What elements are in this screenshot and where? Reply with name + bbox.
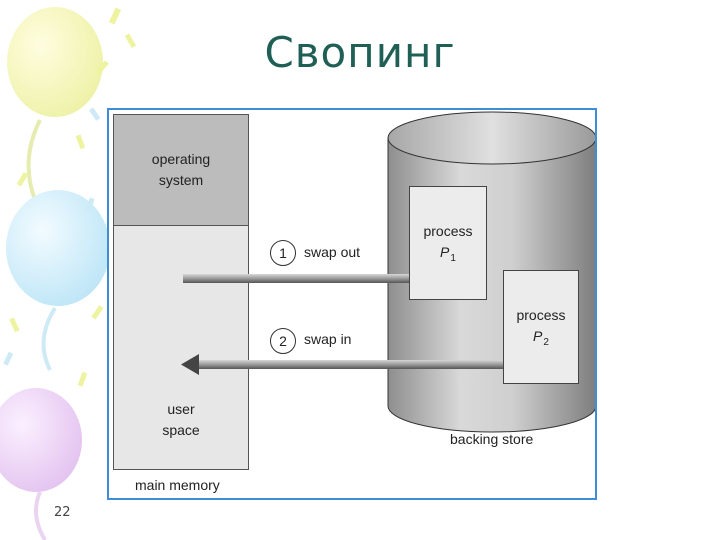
main-memory-box: operating system user space bbox=[113, 114, 249, 470]
swapping-diagram: operating system user space main memory bbox=[107, 108, 597, 500]
confetti-blue-icon bbox=[3, 107, 101, 366]
process-p2-box: process P2 bbox=[503, 270, 579, 384]
process-p1-word: process bbox=[423, 223, 473, 239]
process-p1-symbol: P1 bbox=[440, 244, 456, 264]
swap-in-number: 2 bbox=[270, 328, 296, 354]
page-number: 22 bbox=[54, 505, 71, 520]
confetti-icon bbox=[9, 7, 137, 387]
swap-out-label: swap out bbox=[304, 244, 361, 260]
balloon-blue-icon bbox=[6, 190, 110, 371]
swap-out-number: 1 bbox=[270, 240, 296, 266]
balloon-purple-icon bbox=[0, 388, 82, 540]
main-memory-caption: main memory bbox=[135, 477, 220, 493]
backing-store-caption: backing store bbox=[450, 431, 534, 447]
swap-in-arrow bbox=[181, 354, 515, 375]
operating-system-block: operating system bbox=[114, 115, 248, 226]
operating-system-label: operating system bbox=[151, 151, 211, 188]
user-space-label: user space bbox=[162, 401, 200, 438]
process-p2-symbol: P2 bbox=[533, 328, 549, 348]
swap-in-label: swap in bbox=[304, 331, 352, 347]
process-p2-word: process bbox=[516, 307, 566, 323]
process-p1-box: process P1 bbox=[409, 186, 487, 300]
slide-title: Свопинг bbox=[264, 28, 456, 77]
